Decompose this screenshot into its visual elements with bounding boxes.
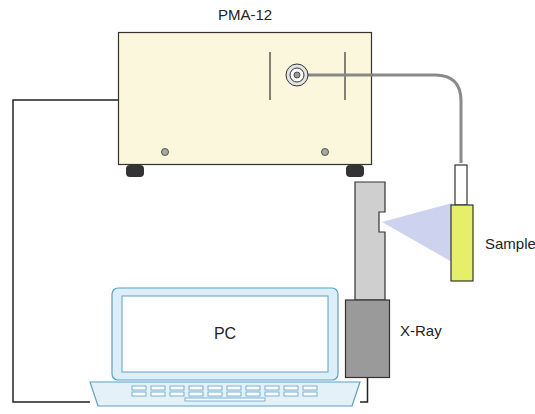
sample-label: Sample xyxy=(485,235,535,253)
data-cable xyxy=(13,100,118,402)
control-cable xyxy=(360,378,368,402)
analyzer-box: PMA-12 xyxy=(118,32,372,165)
analyzer-box-shape xyxy=(118,32,372,165)
device-title: PMA-12 xyxy=(118,6,372,24)
pc-label: PC xyxy=(122,296,328,372)
laptop-pc-shape xyxy=(90,286,360,408)
sample-holder-shape xyxy=(447,163,475,283)
laptop-pc: PC xyxy=(90,286,360,408)
xray-label: X-Ray xyxy=(400,322,442,340)
xray-beam-cone xyxy=(382,203,452,262)
xray-source-shape xyxy=(345,182,390,378)
xray-source: X-Ray xyxy=(345,182,390,378)
fiber-cable xyxy=(372,75,461,163)
sample-holder: Sample xyxy=(447,163,475,283)
